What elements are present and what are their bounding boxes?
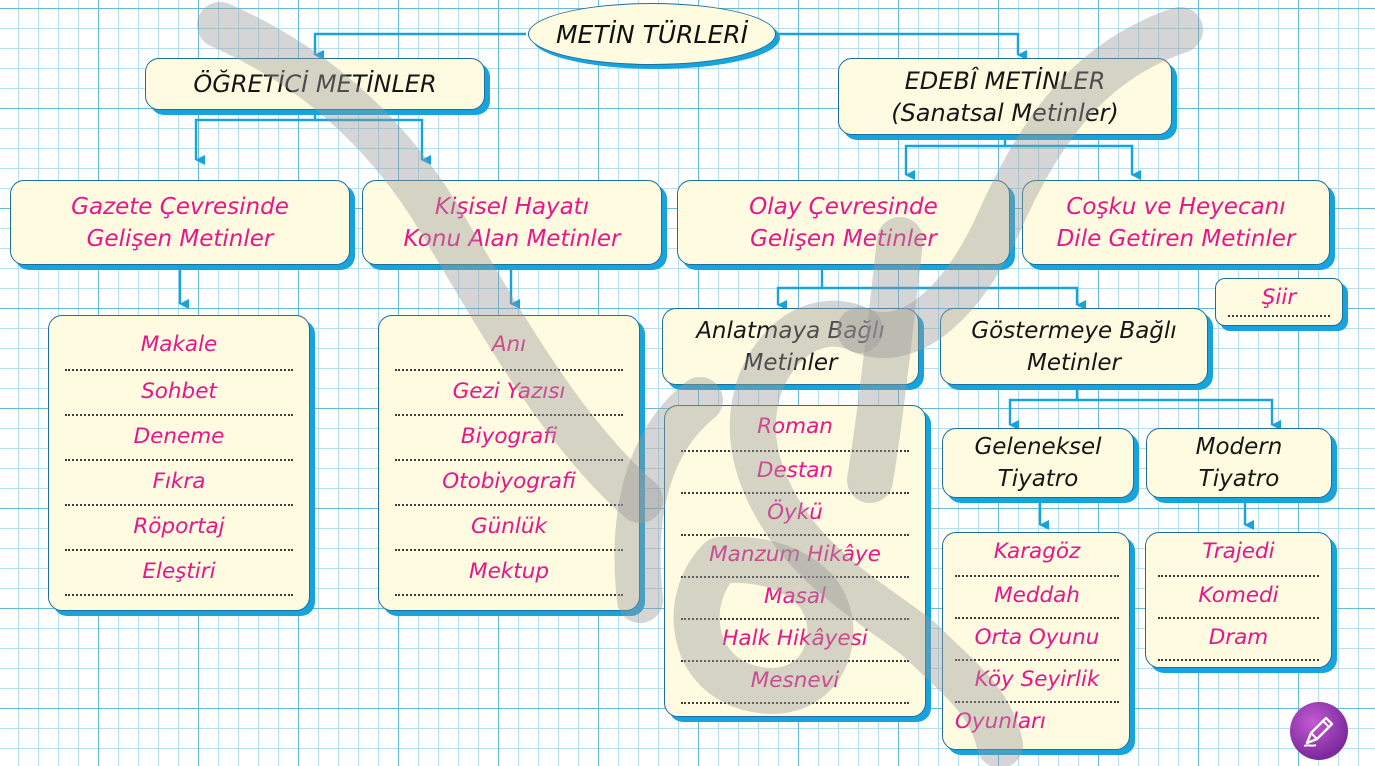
modern-list: Trajedi Komedi Dram	[1145, 532, 1332, 668]
modern-node: Modern Tiyatro	[1146, 428, 1332, 498]
geleneksel-title-1: Geleneksel	[974, 434, 1102, 460]
anlatmaya-item-destan: Destan	[756, 458, 834, 483]
kisisel-item-mektup: Mektup	[469, 559, 549, 584]
geleneksel-item-meddah: Meddah	[994, 583, 1080, 608]
kisisel-item-biyografi: Biyografi	[460, 424, 558, 449]
list-item: Destan	[681, 452, 909, 494]
edebi-node: EDEBÎ METİNLER (Sanatsal Metinler)	[838, 58, 1172, 135]
geleneksel-item-oyunlari: Oyunları	[955, 709, 1046, 734]
list-item: Fıkra	[65, 461, 293, 506]
list-item: Biyografi	[395, 416, 623, 461]
olay-title-1: Olay Çevresinde	[749, 193, 938, 220]
siir-item: Şiir	[1261, 285, 1297, 310]
list-item: Oyunları	[955, 703, 1119, 745]
geleneksel-item-orta: Orta Oyunu	[974, 625, 1100, 650]
kisisel-title-1: Kişisel Hayatı	[434, 193, 590, 220]
list-item: Öykü	[681, 494, 909, 536]
kisisel-item-gunluk: Günlük	[471, 514, 547, 539]
list-item: Trajedi	[1158, 535, 1319, 577]
list-item: Makale	[65, 326, 293, 371]
kisisel-item-gezi: Gezi Yazısı	[452, 379, 566, 404]
cosku-title-1: Coşku ve Heyecanı	[1066, 193, 1286, 220]
edebi-title-1: EDEBÎ METİNLER	[904, 66, 1106, 95]
anlatmaya-item-oyku: Öykü	[767, 500, 823, 525]
gazete-node: Gazete Çevresinde Gelişen Metinler	[10, 180, 350, 265]
geleneksel-node: Geleneksel Tiyatro	[942, 428, 1134, 498]
list-item: Deneme	[65, 416, 293, 461]
modern-title-2: Tiyatro	[1198, 466, 1280, 492]
anlatmaya-list: Roman Destan Öykü Manzum Hikâye Masal Ha…	[664, 405, 926, 717]
anlatmaya-item-masal: Masal	[763, 584, 827, 609]
cosku-node: Coşku ve Heyecanı Dile Getiren Metinler	[1022, 180, 1330, 265]
list-item: Köy Seyirlik	[955, 661, 1119, 703]
list-item: Mektup	[395, 551, 623, 596]
cosku-title-2: Dile Getiren Metinler	[1056, 225, 1296, 252]
anlatmaya-item-mesnevi: Mesnevi	[750, 668, 840, 693]
list-item: Röportaj	[65, 506, 293, 551]
list-item: Komedi	[1158, 577, 1319, 619]
modern-item-trajedi: Trajedi	[1202, 539, 1275, 564]
list-item: Orta Oyunu	[955, 619, 1119, 661]
pencil-badge-icon[interactable]	[1290, 702, 1348, 760]
list-item: Meddah	[955, 577, 1119, 619]
kisisel-title-2: Konu Alan Metinler	[403, 225, 621, 252]
list-item: Günlük	[395, 506, 623, 551]
gazete-item-sohbet: Sohbet	[141, 379, 217, 404]
list-item: Dram	[1158, 619, 1319, 661]
ogretici-title: ÖĞRETİCİ METİNLER	[193, 70, 437, 98]
list-item: Karagöz	[955, 535, 1119, 577]
modern-item-komedi: Komedi	[1198, 583, 1279, 608]
root-node: METİN TÜRLERİ	[528, 3, 776, 65]
list-item: Mesnevi	[681, 662, 909, 704]
geleneksel-title-2: Tiyatro	[997, 466, 1079, 492]
anlatmaya-item-roman: Roman	[757, 414, 833, 439]
gostermeye-title-2: Metinler	[1027, 349, 1121, 376]
edebi-title-2: (Sanatsal Metinler)	[891, 98, 1119, 127]
geleneksel-item-karagoz: Karagöz	[993, 539, 1081, 564]
gazete-item-makale: Makale	[140, 332, 218, 357]
kisisel-item-ani: Anı	[491, 332, 527, 357]
gazete-title-1: Gazete Çevresinde	[71, 193, 289, 220]
anlatmaya-node: Anlatmaya Bağlı Metinler	[662, 308, 919, 385]
modern-title-1: Modern	[1195, 434, 1283, 460]
anlatmaya-item-halk: Halk Hikâyesi	[722, 626, 868, 651]
list-item: Masal	[681, 578, 909, 620]
geleneksel-item-koy: Köy Seyirlik	[974, 667, 1100, 692]
kisisel-node: Kişisel Hayatı Konu Alan Metinler	[362, 180, 662, 265]
gazete-item-elestiri: Eleştiri	[142, 559, 216, 584]
kisisel-list: Anı Gezi Yazısı Biyografi Otobiyografi G…	[378, 315, 640, 611]
gostermeye-title-1: Göstermeye Bağlı	[971, 317, 1177, 344]
modern-item-dram: Dram	[1208, 625, 1269, 650]
gazete-item-roportaj: Röportaj	[133, 514, 225, 539]
list-item: Sohbet	[65, 371, 293, 416]
ogretici-node: ÖĞRETİCİ METİNLER	[145, 58, 485, 110]
gostermeye-node: Göstermeye Bağlı Metinler	[940, 308, 1208, 385]
list-item: Halk Hikâyesi	[681, 620, 909, 662]
geleneksel-list: Karagöz Meddah Orta Oyunu Köy Seyirlik O…	[942, 532, 1130, 750]
gazete-title-2: Gelişen Metinler	[86, 225, 274, 252]
olay-node: Olay Çevresinde Gelişen Metinler	[677, 180, 1010, 265]
gazete-item-deneme: Deneme	[133, 424, 225, 449]
gazete-item-fikra: Fıkra	[152, 469, 206, 494]
list-item: Gezi Yazısı	[395, 371, 623, 416]
anlatmaya-title-1: Anlatmaya Bağlı	[696, 317, 885, 344]
list-item: Anı	[395, 326, 623, 371]
anlatmaya-item-manzum: Manzum Hikâye	[709, 542, 881, 567]
siir-box: Şiir	[1215, 278, 1343, 326]
list-item: Manzum Hikâye	[681, 536, 909, 578]
list-item: Roman	[681, 410, 909, 452]
list-item: Otobiyografi	[395, 461, 623, 506]
list-item: Eleştiri	[65, 551, 293, 596]
list-item: Şiir	[1228, 283, 1330, 317]
pencil-icon	[1303, 716, 1334, 747]
gazete-list: Makale Sohbet Deneme Fıkra Röportaj Eleş…	[48, 315, 310, 611]
root-title: METİN TÜRLERİ	[555, 19, 749, 49]
kisisel-item-otobiyografi: Otobiyografi	[442, 469, 576, 494]
olay-title-2: Gelişen Metinler	[750, 225, 937, 252]
anlatmaya-title-2: Metinler	[743, 349, 838, 376]
